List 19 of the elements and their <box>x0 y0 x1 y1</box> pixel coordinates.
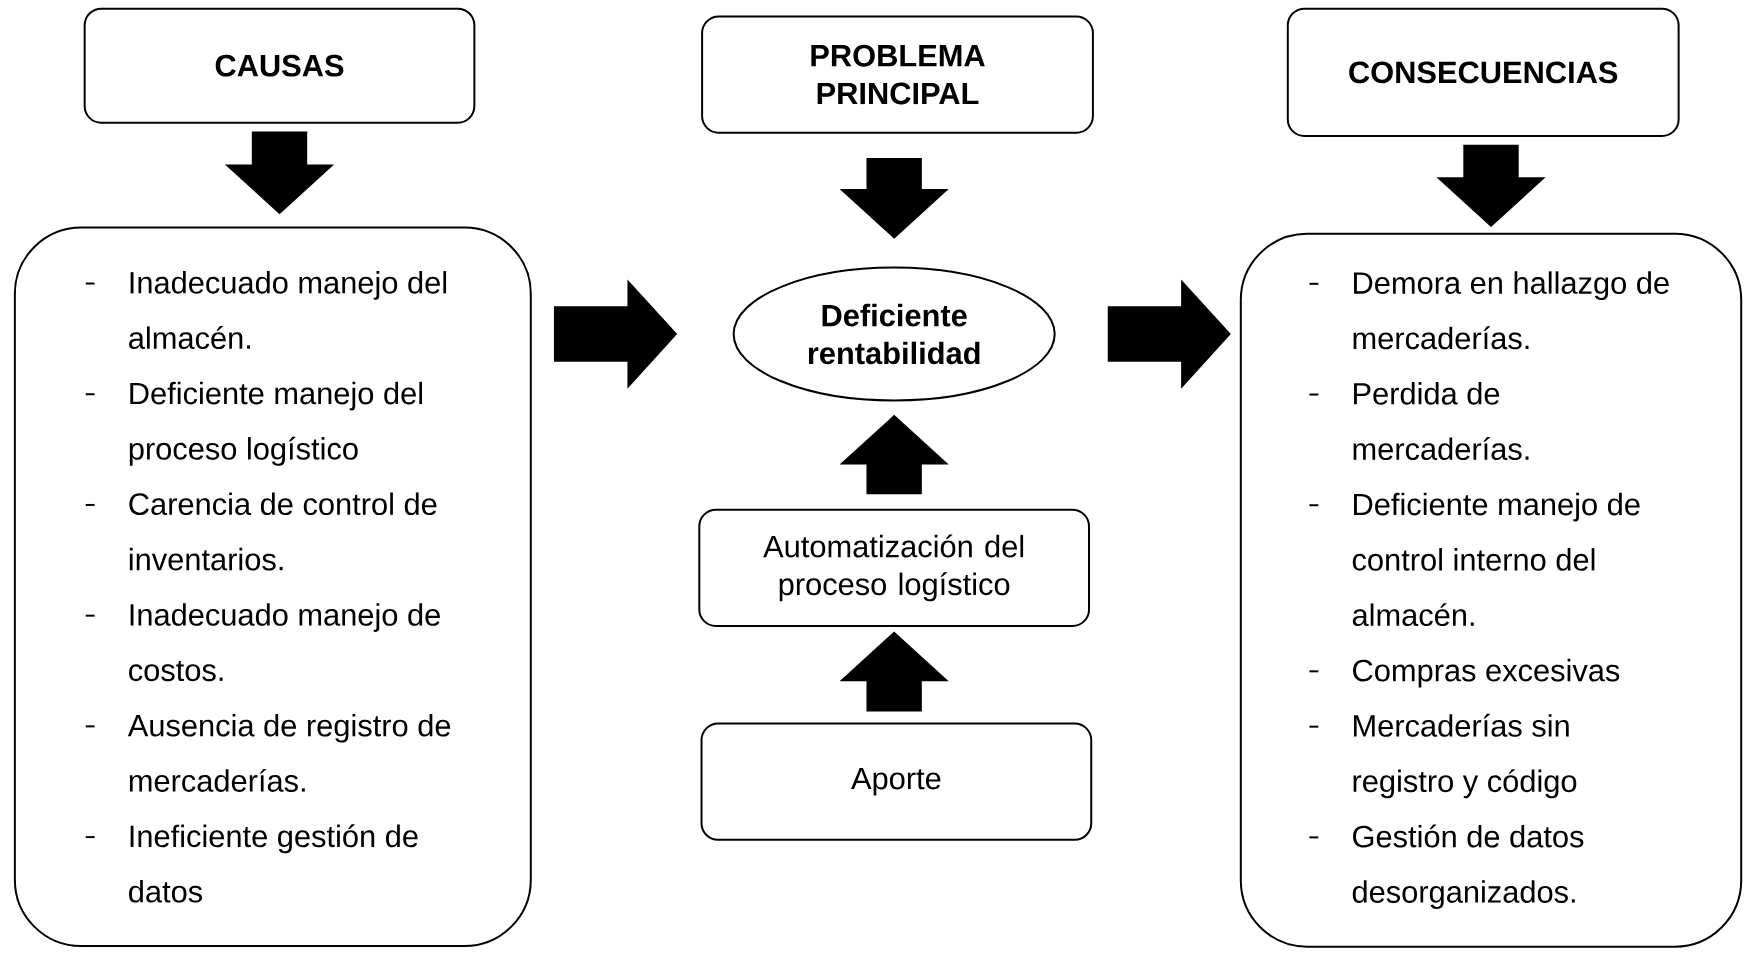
list-item: Inadecuado manejo del almacén. <box>129 270 447 349</box>
title-box: CONSECUENCIAS <box>1286 7 1680 137</box>
list-item: Deficiente manejo del proceso logístico <box>129 381 422 466</box>
list-item: Ineficiente gestión de datos <box>129 824 418 903</box>
list-item: Deficiente manejo de control interno del almacén. <box>1352 492 1640 626</box>
list-item: Compras excesivas <box>1353 658 1620 688</box>
list-item: Mercaderías sin registro y código <box>1353 713 1577 799</box>
list-item: Demora en hallazgo de mercaderías. <box>1353 271 1669 350</box>
list-item: Carencia de control de inventarios. <box>129 492 437 571</box>
list-item: Inadecuado manejo de costos. <box>129 603 440 681</box>
process-box: Aporte <box>700 722 1093 841</box>
list-item: Ausencia de registro de mercaderías. <box>127 713 451 792</box>
list-item: Perdida de mercaderías. <box>1353 381 1529 460</box>
list-box <box>13 226 532 947</box>
title-box: PROBLEMA PRINCIPAL <box>701 15 1094 134</box>
list-item: Gestión de datos desorganizados. <box>1352 824 1584 909</box>
list-box <box>1239 232 1743 948</box>
title-box: CAUSAS <box>83 7 476 124</box>
process-box: Automatización del proceso logístico <box>698 508 1090 627</box>
